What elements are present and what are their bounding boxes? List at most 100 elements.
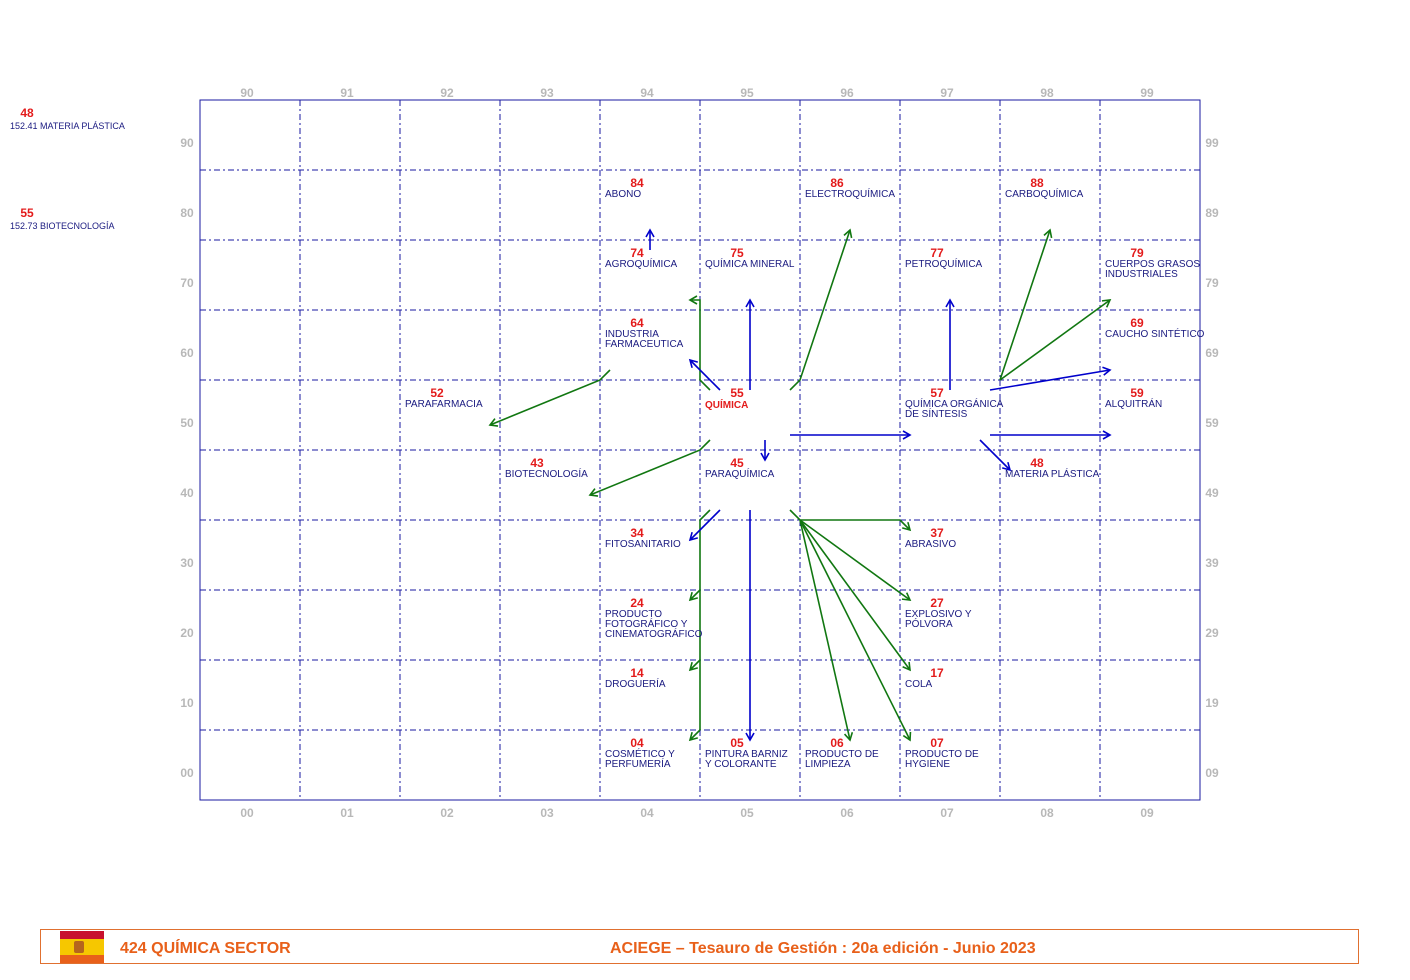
node-label[interactable]: EXPLOSIVO Y PÓLVORA — [905, 609, 972, 630]
node-code[interactable]: 52 — [430, 386, 444, 400]
node-label[interactable]: PETROQUÍMICA — [905, 259, 983, 270]
arrow-45-14 — [688, 659, 701, 672]
node-label[interactable]: PRODUCTO DE LIMPIEZA — [805, 749, 879, 770]
node-label[interactable]: AGROQUÍMICA — [605, 259, 678, 270]
arrow-57-88 — [999, 228, 1053, 381]
right-axis-label: 39 — [1205, 556, 1219, 570]
hierarchy-arrows — [645, 228, 1112, 742]
node-label[interactable]: PRODUCTO FOTOGRÁFICO Y CINEMATOGRÁFICO — [605, 609, 703, 640]
node-code[interactable]: 14 — [630, 666, 644, 680]
node-code[interactable]: 34 — [630, 526, 644, 540]
top-axis-label: 91 — [340, 86, 354, 100]
node-code[interactable]: 07 — [930, 736, 944, 750]
left-axis-label: 00 — [180, 766, 194, 780]
publisher-info: ACIEGE – Tesauro de Gestión : 20a edició… — [610, 940, 1036, 957]
node-label[interactable]: MATERIA PLÁSTICA — [1005, 469, 1100, 480]
right-axis-label: 99 — [1205, 136, 1219, 150]
bottom-axis-label: 02 — [440, 806, 454, 820]
node-code[interactable]: 64 — [630, 316, 644, 330]
arrow-55-64 — [688, 358, 721, 391]
arrow-45-04 — [688, 729, 701, 742]
bottom-axis-label: 09 — [1140, 806, 1154, 820]
node-label[interactable]: PARAQUÍMICA — [705, 469, 775, 480]
left-axis-label: 10 — [180, 696, 194, 710]
node-label[interactable]: QUÍMICA ORGÁNICA DE SÍNTESIS — [905, 399, 1004, 420]
thesaurus-grid — [199, 99, 1201, 801]
left-axis-label: 90 — [180, 136, 194, 150]
left-axis-label: 40 — [180, 486, 194, 500]
node-label[interactable]: BIOTECNOLOGÍA — [505, 469, 588, 480]
node-label[interactable]: PINTURA BARNIZ Y COLORANTE — [705, 749, 788, 770]
top-axis-label: 97 — [940, 86, 954, 100]
right-axis-label: 49 — [1205, 486, 1219, 500]
related-arrows — [488, 228, 1112, 742]
node-code[interactable]: 48 — [1030, 456, 1044, 470]
bottom-axis-label: 04 — [640, 806, 654, 820]
node-code[interactable]: 59 — [1130, 386, 1144, 400]
node-label[interactable]: CUERPOS GRASOS INDUSTRIALES — [1105, 259, 1201, 280]
node-code[interactable]: 74 — [630, 246, 644, 260]
node-label[interactable]: FITOSANITARIO — [605, 539, 681, 550]
arrow-57-69 — [989, 366, 1112, 391]
arrow-45-17 — [799, 519, 911, 672]
node-code[interactable]: 69 — [1130, 316, 1144, 330]
node-code[interactable]: 75 — [730, 246, 744, 260]
node-code[interactable]: 24 — [630, 596, 644, 610]
right-axis-label: 59 — [1205, 416, 1219, 430]
node-label[interactable]: COLA — [905, 679, 933, 690]
node-code[interactable]: 57 — [930, 386, 944, 400]
node-label[interactable]: PRODUCTO DE HYGIENE — [905, 749, 979, 770]
node-label[interactable]: QUÍMICA — [705, 400, 749, 411]
arrow-45-34 — [688, 509, 721, 542]
top-axis-label: 99 — [1140, 86, 1154, 100]
node-code[interactable]: 77 — [930, 246, 944, 260]
node-label[interactable]: CAUCHO SINTÉTICO — [1105, 329, 1205, 340]
node-label[interactable]: ELECTROQUÍMICA — [805, 189, 896, 200]
side-note-code: 55 — [20, 206, 34, 220]
top-axis-label: 95 — [740, 86, 754, 100]
left-axis-label: 50 — [180, 416, 194, 430]
node-label[interactable]: PARAFARMACIA — [405, 399, 483, 410]
node-label[interactable]: ALQUITRÁN — [1105, 399, 1163, 410]
node-code[interactable]: 55 — [730, 386, 744, 400]
node-label[interactable]: ABONO — [605, 189, 642, 200]
node-label[interactable]: COSMÉTICO Y PERFUMERÍA — [605, 749, 675, 770]
node-code[interactable]: 88 — [1030, 176, 1044, 190]
arrow-45-24 — [688, 589, 701, 602]
top-axis-label: 94 — [640, 86, 654, 100]
arrow-55-74 — [688, 295, 711, 391]
node-code[interactable]: 45 — [730, 456, 744, 470]
node-code[interactable]: 43 — [530, 456, 544, 470]
right-axis-label: 09 — [1205, 766, 1219, 780]
left-axis-label: 30 — [180, 556, 194, 570]
bottom-axis-label: 01 — [340, 806, 354, 820]
node-label[interactable]: QUÍMICA MINERAL — [705, 259, 795, 270]
arrow-57-48 — [979, 439, 1012, 472]
arrow-55-52 — [488, 369, 611, 427]
node-code[interactable]: 05 — [730, 736, 744, 750]
arrow-45-06 — [799, 519, 854, 742]
node-code[interactable]: 84 — [630, 176, 644, 190]
left-axis-label: 70 — [180, 276, 194, 290]
left-axis-label: 20 — [180, 626, 194, 640]
node-code[interactable]: 06 — [830, 736, 844, 750]
side-note-code: 48 — [20, 106, 34, 120]
node-label[interactable]: ABRASIVO — [905, 539, 957, 550]
node-label[interactable]: INDUSTRIA FARMACEUTICA — [605, 329, 684, 350]
node-code[interactable]: 04 — [630, 736, 644, 750]
node-code[interactable]: 79 — [1130, 246, 1144, 260]
spain-flag-icon — [60, 931, 104, 963]
node-label[interactable]: DROGUERÍA — [605, 679, 666, 690]
sector-title: 424 QUÍMICA SECTOR — [120, 940, 291, 957]
node-code[interactable]: 27 — [930, 596, 944, 610]
top-axis-label: 90 — [240, 86, 254, 100]
bottom-axis-label: 00 — [240, 806, 254, 820]
node-code[interactable]: 17 — [930, 666, 944, 680]
side-note-text: 152.73 BIOTECNOLOGÍA — [10, 221, 115, 231]
node-code[interactable]: 37 — [930, 526, 944, 540]
top-axis-label: 96 — [840, 86, 854, 100]
node-label[interactable]: CARBOQUÍMICA — [1005, 189, 1084, 200]
arrow-45-27 — [799, 519, 912, 601]
bottom-axis-label: 03 — [540, 806, 554, 820]
node-code[interactable]: 86 — [830, 176, 844, 190]
